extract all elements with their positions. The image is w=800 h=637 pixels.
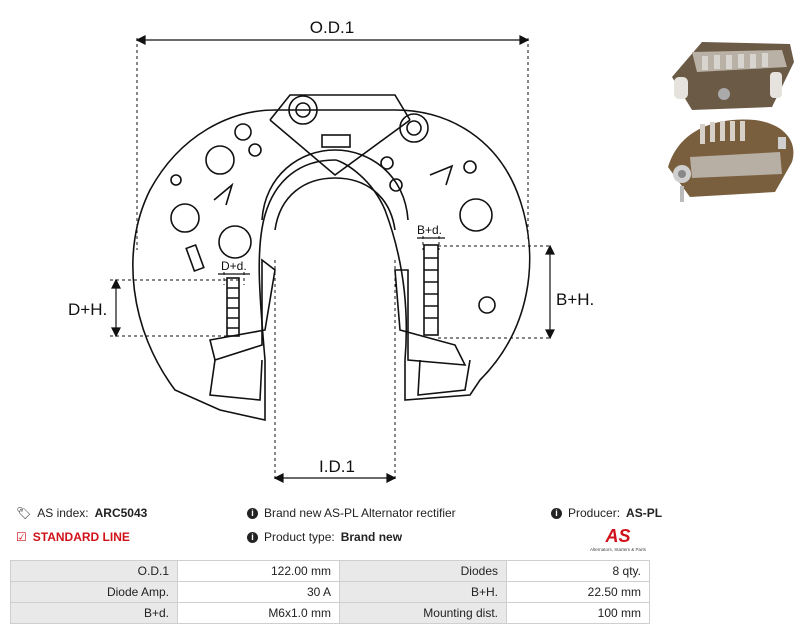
description-text: Brand new AS-PL Alternator rectifier (264, 506, 456, 520)
spec-label: Diodes (339, 560, 507, 582)
description-row: i Brand new AS-PL Alternator rectifier (247, 506, 456, 520)
dh-label: D+H. (68, 300, 107, 319)
spec-value: 22.50 mm (506, 581, 650, 603)
rectifier-technical-drawing: O.D.1 I.D.1 D+H. B+H. D+d. B+d. (68, 18, 594, 483)
spec-label: B+H. (339, 581, 507, 603)
tag-icon: 🏷 (16, 506, 32, 520)
standard-line-row: ☑ STANDARD LINE (16, 530, 130, 544)
standard-line-label: STANDARD LINE (32, 530, 130, 544)
spec-value: 8 qty. (506, 560, 650, 582)
producer-value: AS-PL (626, 506, 663, 520)
product-type-row: i Product type: Brand new (247, 530, 402, 544)
table-row: O.D.1 122.00 mm Diodes 8 qty. (10, 560, 650, 582)
logo-text: AS (604, 526, 630, 546)
spec-value: 122.00 mm (177, 560, 340, 582)
logo-tagline: Alternators, Starters & Parts (590, 547, 647, 552)
spec-value: 100 mm (506, 602, 650, 624)
product-type-value: Brand new (340, 530, 403, 544)
as-index-row: 🏷 AS index: ARC5043 (16, 506, 147, 520)
info-icon: i (551, 507, 562, 519)
producer-row: i Producer: AS-PL (551, 506, 662, 520)
inner-arch (261, 149, 409, 221)
rectifier-body-outline (132, 109, 531, 421)
checkbox-icon: ☑ (16, 530, 27, 544)
spec-label: Mounting dist. (339, 602, 507, 624)
producer-label: Producer: (568, 506, 621, 520)
spec-value: 30 A (177, 581, 340, 603)
spec-label: O.D.1 (10, 560, 178, 582)
spec-label: B+d. (10, 602, 178, 624)
dd-label: D+d. (221, 259, 247, 273)
as-index-value: ARC5043 (94, 506, 148, 520)
bh-label: B+H. (556, 290, 594, 309)
table-row: Diode Amp. 30 A B+H. 22.50 mm (10, 581, 650, 603)
info-icon: i (247, 507, 258, 519)
bd-label: B+d. (417, 223, 442, 237)
table-row: B+d. M6x1.0 mm Mounting dist. 100 mm (10, 602, 650, 624)
product-type-label: Product type: (264, 530, 335, 544)
info-icon: i (247, 531, 258, 543)
as-index-label: AS index: (37, 506, 89, 520)
od-label: O.D.1 (310, 18, 354, 37)
id-label: I.D.1 (319, 457, 355, 476)
product-photo-top (672, 42, 794, 110)
spec-table: O.D.1 122.00 mm Diodes 8 qty. Diode Amp.… (10, 560, 650, 624)
as-pl-logo: AS Alternators, Starters & Parts (590, 526, 647, 552)
product-photo-bottom (668, 119, 794, 202)
spec-value: M6x1.0 mm (177, 602, 340, 624)
spec-label: Diode Amp. (10, 581, 178, 603)
